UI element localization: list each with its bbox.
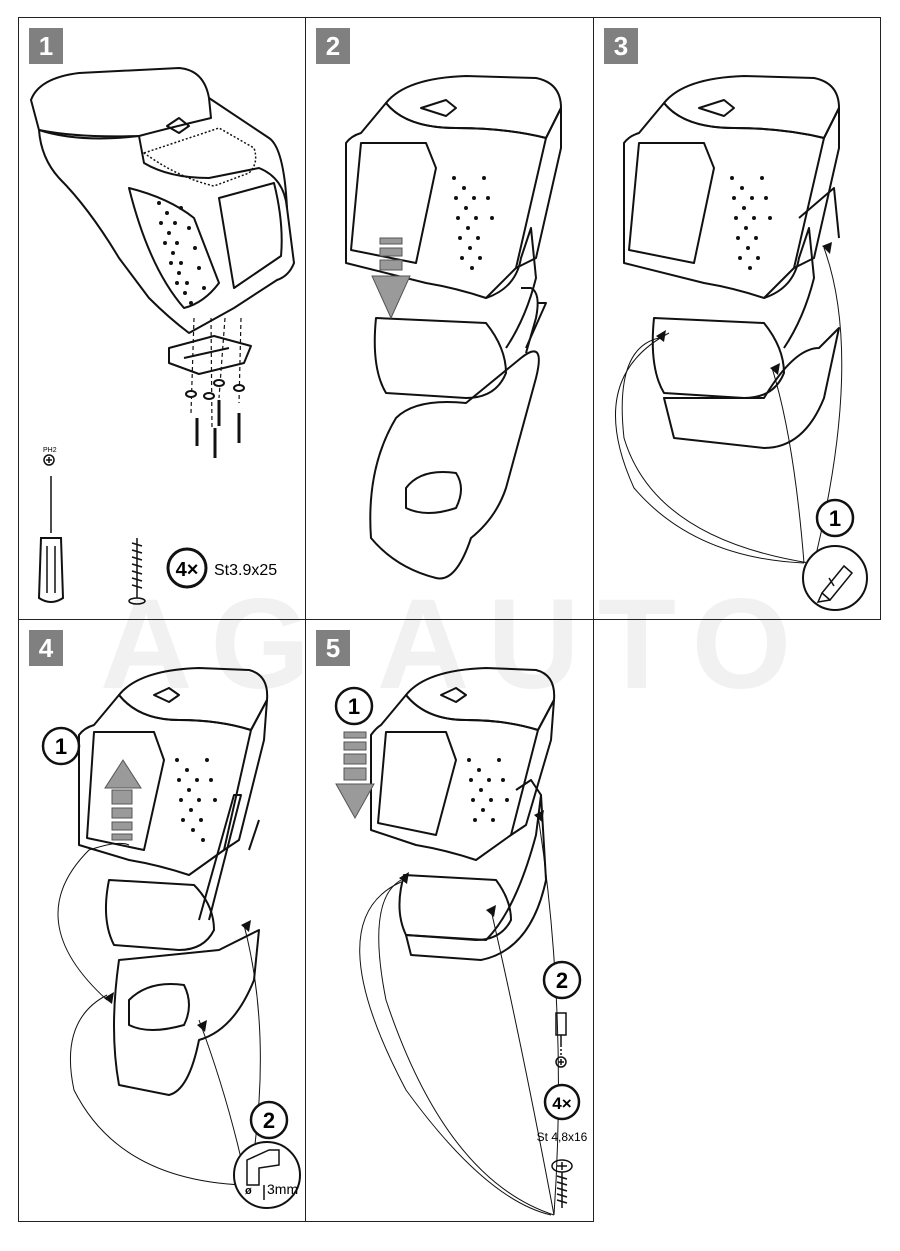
drill-bit-icon — [246, 1149, 280, 1200]
substep-1-number: 1 — [348, 694, 360, 719]
armrest-with-bracket-illustration: PH2 4× St3.9x25 — [30, 67, 295, 605]
screw-icon — [551, 1159, 573, 1208]
substep-2-number: 2 — [556, 968, 568, 993]
armrest-screw-fastening-illustration: 1 2 4× St 4,8x16 — [334, 667, 588, 1216]
screw-count: 4× — [176, 559, 199, 581]
watermark-text: AG AUTO — [100, 573, 810, 716]
marker-pen-icon — [816, 564, 854, 603]
step-1-panel: 1 — [18, 17, 306, 620]
step-2-badge: 2 — [316, 28, 350, 64]
screwdriver-icon — [555, 1012, 567, 1068]
step-5-badge: 5 — [316, 630, 350, 666]
drill-size-label: 3mm — [267, 1181, 298, 1197]
step-3-panel: 3 — [593, 17, 881, 620]
screw-count: 4× — [552, 1094, 571, 1113]
substep-2-number: 2 — [263, 1108, 275, 1133]
diameter-symbol: ø — [245, 1185, 252, 1197]
step-4-panel: 4 1 — [18, 619, 306, 1222]
substep-number: 1 — [829, 506, 841, 531]
step-3-badge: 3 — [604, 28, 638, 64]
substep-1-number: 1 — [55, 734, 67, 759]
step-4-badge: 4 — [29, 630, 63, 666]
armrest-marking-illustration: 1 — [615, 75, 868, 611]
step-2-panel: 2 — [305, 17, 594, 620]
tool-size-label: PH2 — [43, 447, 57, 454]
screw-spec: St 4,8x16 — [537, 1130, 588, 1144]
armrest-drilling-illustration: 1 2 ø 3mm — [41, 667, 301, 1209]
step-1-badge: 1 — [29, 28, 63, 64]
screw-spec: St3.9x25 — [214, 562, 277, 579]
step-5-panel: 5 1 — [305, 619, 594, 1222]
armrest-slide-down-illustration — [345, 75, 562, 580]
